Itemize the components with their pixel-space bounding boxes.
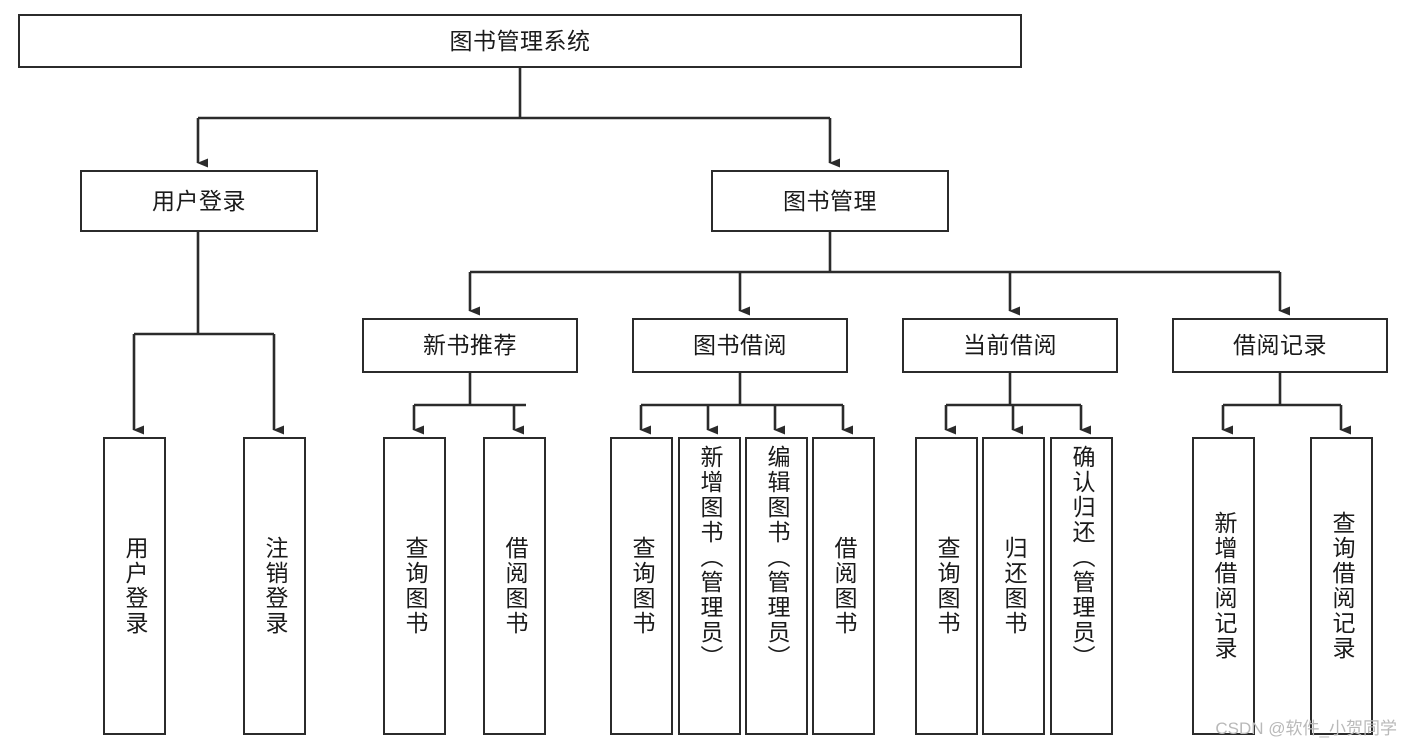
- node-leaf-logout-login[interactable]: 注销登录: [243, 437, 306, 735]
- node-leaf-query-book-1-label: 查询图书: [402, 536, 428, 636]
- node-current-borrow-label: 当前借阅: [963, 332, 1057, 359]
- node-leaf-user-login[interactable]: 用户登录: [103, 437, 166, 735]
- node-borrow-record-label: 借阅记录: [1233, 332, 1327, 359]
- node-leaf-user-login-label: 用户登录: [122, 536, 148, 636]
- node-leaf-add-record-label: 新增借阅记录: [1211, 511, 1237, 661]
- node-book-borrow[interactable]: 图书借阅: [632, 318, 848, 373]
- node-leaf-borrow-book-1[interactable]: 借阅图书: [483, 437, 546, 735]
- node-book-borrow-label: 图书借阅: [693, 332, 787, 359]
- node-leaf-return-book[interactable]: 归还图书: [982, 437, 1045, 735]
- node-leaf-query-book-3[interactable]: 查询图书: [915, 437, 978, 735]
- node-leaf-return-book-label: 归还图书: [1001, 536, 1027, 636]
- node-leaf-query-record[interactable]: 查询借阅记录: [1310, 437, 1373, 735]
- node-user-login-label: 用户登录: [152, 187, 246, 214]
- node-book-manage-label: 图书管理: [783, 187, 877, 214]
- node-root[interactable]: 图书管理系统: [18, 14, 1022, 68]
- node-leaf-query-record-label: 查询借阅记录: [1329, 511, 1355, 661]
- node-new-book-recommend[interactable]: 新书推荐: [362, 318, 578, 373]
- node-leaf-edit-book-label: 编辑图书（管理员）: [764, 445, 790, 670]
- node-leaf-add-book-label: 新增图书（管理员）: [697, 445, 723, 670]
- node-leaf-confirm-return[interactable]: 确认归还（管理员）: [1050, 437, 1113, 735]
- node-borrow-record[interactable]: 借阅记录: [1172, 318, 1388, 373]
- node-user-login[interactable]: 用户登录: [80, 170, 318, 232]
- node-new-book-recommend-label: 新书推荐: [423, 332, 517, 359]
- node-root-label: 图书管理系统: [449, 27, 591, 54]
- node-current-borrow[interactable]: 当前借阅: [902, 318, 1118, 373]
- node-leaf-add-record[interactable]: 新增借阅记录: [1192, 437, 1255, 735]
- node-book-manage[interactable]: 图书管理: [711, 170, 949, 232]
- node-leaf-query-book-1[interactable]: 查询图书: [383, 437, 446, 735]
- node-leaf-borrow-book-2-label: 借阅图书: [831, 536, 857, 636]
- node-leaf-logout-login-label: 注销登录: [262, 536, 288, 636]
- node-leaf-confirm-return-label: 确认归还（管理员）: [1069, 445, 1095, 670]
- node-leaf-borrow-book-1-label: 借阅图书: [502, 536, 528, 636]
- node-leaf-query-book-2[interactable]: 查询图书: [610, 437, 673, 735]
- node-leaf-query-book-3-label: 查询图书: [934, 536, 960, 636]
- node-leaf-query-book-2-label: 查询图书: [629, 536, 655, 636]
- node-leaf-add-book[interactable]: 新增图书（管理员）: [678, 437, 741, 735]
- node-leaf-edit-book[interactable]: 编辑图书（管理员）: [745, 437, 808, 735]
- node-leaf-borrow-book-2[interactable]: 借阅图书: [812, 437, 875, 735]
